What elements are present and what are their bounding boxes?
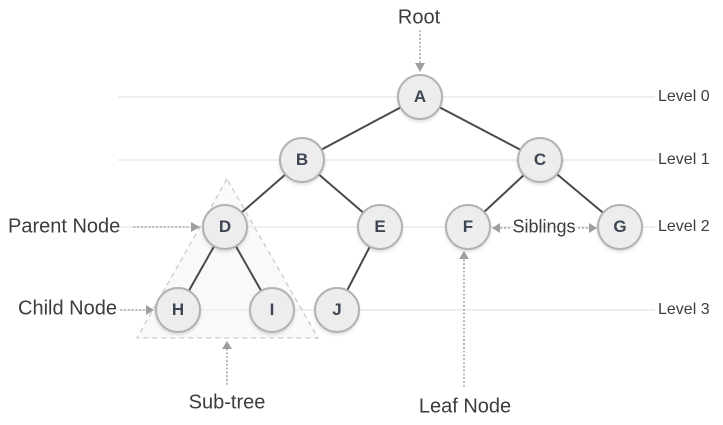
- level-3-label: Level 3: [655, 300, 713, 320]
- root-label: Root: [397, 6, 441, 29]
- subtree-arrowhead: [222, 341, 232, 349]
- parent-arrowhead: [191, 222, 200, 232]
- node-E: E: [357, 204, 403, 250]
- leafnode-arrowhead: [459, 251, 469, 259]
- parent-node-label: Parent Node: [8, 215, 121, 238]
- level-0-label: Level 0: [655, 87, 713, 107]
- node-J: J: [314, 287, 360, 333]
- annotation-arrowheads: [146, 63, 597, 349]
- level-1-label: Level 1: [655, 150, 713, 170]
- node-C: C: [517, 137, 563, 183]
- annotation-arrows: [120, 30, 590, 387]
- siblings-label: Siblings: [512, 216, 576, 237]
- siblings-right-arrowhead: [589, 223, 597, 233]
- node-G: G: [597, 204, 643, 250]
- child-node-label: Child Node: [18, 297, 117, 320]
- node-F: F: [445, 204, 491, 250]
- subtree-label: Sub-tree: [188, 391, 266, 414]
- node-D: D: [202, 204, 248, 250]
- node-B: B: [279, 137, 325, 183]
- siblings-left-arrowhead: [492, 223, 500, 233]
- level-2-label: Level 2: [655, 217, 713, 237]
- child-arrowhead: [146, 305, 154, 315]
- root-arrowhead: [415, 63, 425, 72]
- node-H: H: [155, 287, 201, 333]
- leaf-node-label: Leaf Node: [418, 395, 512, 418]
- node-I: I: [249, 287, 295, 333]
- node-A: A: [397, 74, 443, 120]
